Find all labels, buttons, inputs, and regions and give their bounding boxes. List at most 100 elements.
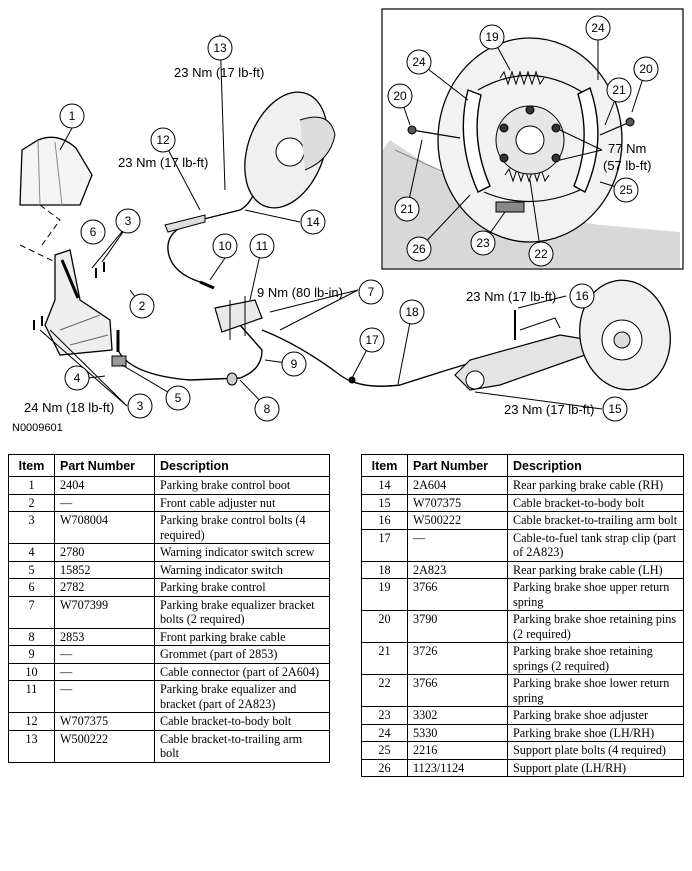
callout-8: 8 xyxy=(264,402,271,416)
cell-item: 16 xyxy=(361,511,408,530)
cell-description: Parking brake shoe upper return spring xyxy=(507,578,684,611)
cell-part-number: 1123/1124 xyxy=(407,758,508,777)
table-header-row: Item Part Number Description xyxy=(8,454,330,477)
cell-description: Parking brake shoe retaining springs (2 … xyxy=(507,642,684,675)
torque-label-16: 23 Nm (17 lb-ft) xyxy=(466,289,556,304)
cell-description: Cable bracket-to-trailing arm bolt xyxy=(154,729,330,763)
cell-item: 2 xyxy=(8,493,55,512)
callout-14: 14 xyxy=(306,215,320,229)
cell-part-number: — xyxy=(54,645,155,664)
header-item: Item xyxy=(8,454,55,477)
callout-4: 4 xyxy=(74,371,81,385)
callout-11: 11 xyxy=(256,239,269,253)
table-row: 9—Grommet (part of 2853) xyxy=(8,645,330,664)
callout-15: 15 xyxy=(608,402,622,416)
torque-label-12: 23 Nm (17 lb-ft) xyxy=(118,155,208,170)
cell-part-number: — xyxy=(54,662,155,681)
parking-brake-control-drawing xyxy=(44,249,113,356)
cell-description: Parking brake shoe lower return spring xyxy=(507,674,684,707)
cell-item: 25 xyxy=(361,741,408,760)
callout-24-right: 24 xyxy=(591,21,605,35)
cell-part-number: 3726 xyxy=(407,642,508,675)
header-item: Item xyxy=(361,454,408,477)
cell-part-number: — xyxy=(54,493,155,512)
cell-description: Support plate bolts (4 required) xyxy=(507,741,684,760)
equalizer-bracket-drawing xyxy=(214,299,263,333)
header-description: Description xyxy=(507,454,684,477)
torque-label-13: 23 Nm (17 lb-ft) xyxy=(174,65,264,80)
upper-spring-drawing xyxy=(499,70,545,86)
cell-item: 1 xyxy=(8,476,55,495)
header-part-number: Part Number xyxy=(54,454,155,477)
cell-description: Parking brake control xyxy=(154,578,330,597)
cell-description: Grommet (part of 2853) xyxy=(154,645,330,664)
callout-1: 1 xyxy=(69,109,76,123)
callout-6: 6 xyxy=(90,225,97,239)
callout-3-bottom: 3 xyxy=(137,399,144,413)
torque-label-3: 24 Nm (18 lb-ft) xyxy=(24,400,114,415)
cell-part-number: — xyxy=(407,528,508,562)
cell-item: 26 xyxy=(361,758,408,777)
cell-description: Front cable adjuster nut xyxy=(154,493,330,512)
cell-item: 9 xyxy=(8,645,55,664)
cell-part-number: W707399 xyxy=(54,595,155,629)
cell-part-number: 3790 xyxy=(407,610,508,643)
callout-9: 9 xyxy=(291,357,298,371)
cell-part-number: W708004 xyxy=(54,511,155,544)
cell-part-number: 2780 xyxy=(54,543,155,562)
cell-part-number: — xyxy=(54,680,155,713)
callout-2: 2 xyxy=(139,299,146,313)
table-header-row: Item Part Number Description xyxy=(361,454,684,477)
inset-detail-box xyxy=(381,8,684,270)
torque-label-25-line1: 77 Nm xyxy=(608,141,646,156)
callout-16: 16 xyxy=(575,289,589,303)
callout-19: 19 xyxy=(485,30,499,44)
cell-item: 24 xyxy=(361,723,408,742)
callout-21-left: 21 xyxy=(400,202,414,216)
cell-part-number: 2782 xyxy=(54,578,155,597)
cell-description: Rear parking brake cable (RH) xyxy=(507,476,684,495)
cell-description: Warning indicator switch xyxy=(154,560,330,579)
cell-description: Parking brake equalizer bracket bolts (2… xyxy=(154,595,330,629)
torque-label-25-line2: (57 lb-ft) xyxy=(603,158,651,173)
cell-part-number: W500222 xyxy=(407,511,508,530)
cell-description: Rear parking brake cable (LH) xyxy=(507,560,684,579)
cell-description: Cable connector (part of 2A604) xyxy=(154,662,330,681)
cell-part-number: W500222 xyxy=(54,729,155,763)
cell-item: 17 xyxy=(361,528,408,562)
cell-item: 5 xyxy=(8,560,55,579)
callout-24-left: 24 xyxy=(412,55,426,69)
cell-part-number: W707375 xyxy=(54,712,155,731)
callout-20-right: 20 xyxy=(639,62,653,76)
rear-lh-cable-drawing xyxy=(261,329,481,387)
cell-description: Parking brake equalizer and bracket (par… xyxy=(154,680,330,713)
cell-part-number: 2853 xyxy=(54,627,155,646)
callout-22: 22 xyxy=(534,247,548,261)
cell-description: Cable-to-fuel tank strap clip (part of 2… xyxy=(507,528,684,562)
cell-item: 4 xyxy=(8,543,55,562)
cell-description: Parking brake control boot xyxy=(154,476,330,495)
cell-part-number: 5330 xyxy=(407,723,508,742)
callout-3-top: 3 xyxy=(125,214,132,228)
cell-item: 8 xyxy=(8,627,55,646)
cell-description: Cable bracket-to-body bolt xyxy=(507,493,684,512)
callout-23: 23 xyxy=(476,236,490,250)
cell-item: 11 xyxy=(8,680,55,713)
